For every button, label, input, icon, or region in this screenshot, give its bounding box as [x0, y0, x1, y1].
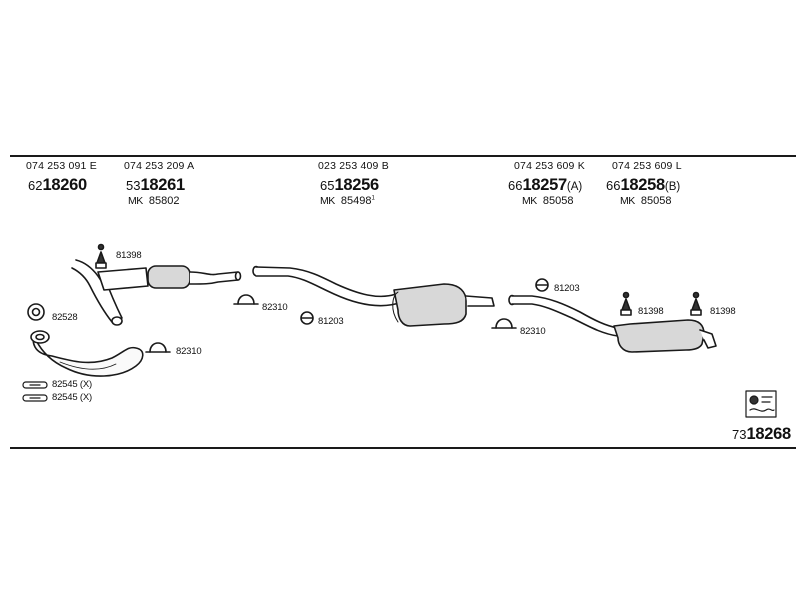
mk-reference: MK 85802 [128, 195, 179, 207]
part-number: 6218260 [28, 177, 87, 194]
part-suffix: (B) [664, 181, 681, 193]
rubber-hanger [690, 291, 702, 316]
clamp [145, 342, 171, 353]
gasket-ring [27, 303, 45, 321]
part-number: 6618258(B) [606, 177, 680, 194]
part-prefix: 66 [606, 178, 621, 193]
part-main-number: 18260 [42, 176, 87, 194]
part-prefix: 62 [28, 178, 43, 193]
part-number: 6518256 [320, 177, 379, 194]
rubber-ring [300, 311, 314, 325]
centre-silencer [252, 265, 495, 327]
mk-label: MK [128, 195, 143, 207]
label-clamp: 82310 [520, 326, 546, 337]
label-hanger: 81398 [710, 306, 736, 317]
rear-silencer [508, 294, 717, 353]
mk-superscript: 1 [371, 195, 375, 202]
label-ring: 81203 [318, 316, 344, 327]
bottom-divider [10, 447, 796, 449]
oe-number: 074 253 091 E [26, 160, 97, 172]
label-fitting: 82545 (X) [52, 379, 92, 390]
kit-icon [745, 390, 777, 418]
fitting [22, 394, 48, 402]
rubber-hanger [620, 291, 632, 316]
mk-label: MK [522, 195, 537, 207]
part-number: 5318261 [126, 177, 185, 194]
part-suffix: (A) [566, 181, 583, 193]
mk-label: MK [320, 195, 335, 207]
fitting [22, 381, 48, 389]
label-clamp: 82310 [262, 302, 288, 313]
clamp [233, 294, 259, 305]
rubber-hanger [95, 243, 107, 269]
kit-number: 7318268 [732, 426, 791, 443]
mk-label: MK [620, 195, 635, 207]
mk-number: 85498 [340, 195, 372, 207]
mk-reference: MK 854981 [320, 195, 375, 207]
part-prefix: 65 [320, 178, 335, 193]
label-ring: 81203 [554, 283, 580, 294]
mk-number: 85802 [148, 195, 180, 207]
oe-number: 074 253 209 A [124, 160, 195, 172]
label-hanger: 81398 [638, 306, 664, 317]
part-main-number: 18257 [522, 176, 567, 194]
top-divider [10, 155, 796, 157]
part-main-number: 18258 [620, 176, 665, 194]
kit-prefix: 73 [732, 427, 747, 442]
label-clamp: 82310 [176, 346, 202, 357]
rubber-ring [535, 278, 549, 292]
part-number: 6618257(A) [508, 177, 582, 194]
middle-silencer [71, 259, 242, 326]
label-gasket: 82528 [52, 312, 78, 323]
kit-main-number: 18268 [746, 425, 791, 443]
part-main-number: 18256 [334, 176, 379, 194]
part-prefix: 53 [126, 178, 141, 193]
mk-number: 85058 [542, 195, 574, 207]
label-fitting: 82545 (X) [52, 392, 92, 403]
mk-reference: MK 85058 [620, 195, 671, 207]
label-hanger: 81398 [116, 250, 142, 261]
clamp [491, 318, 517, 329]
oe-number: 074 253 609 K [514, 160, 585, 172]
mk-number: 85058 [640, 195, 672, 207]
oe-number: 023 253 409 B [318, 160, 389, 172]
part-main-number: 18261 [140, 176, 185, 194]
part-prefix: 66 [508, 178, 523, 193]
oe-number: 074 253 609 L [612, 160, 682, 172]
mk-reference: MK 85058 [522, 195, 573, 207]
front-pipe [30, 330, 144, 377]
